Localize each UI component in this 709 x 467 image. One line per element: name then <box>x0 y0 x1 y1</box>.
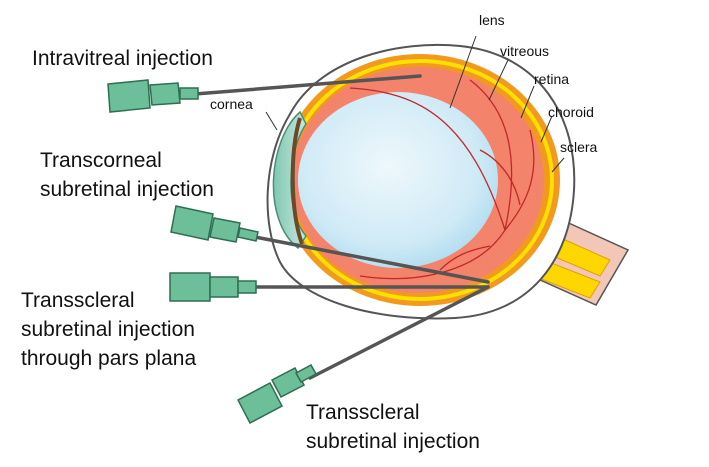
needle-transcorneal <box>170 205 259 243</box>
needle-intravitreal <box>107 79 199 113</box>
label-intravitreal-injection: Intravitreal injection <box>32 47 213 70</box>
label-choroid: choroid <box>548 104 594 120</box>
label-retina: retina <box>534 71 570 87</box>
label-transscleral-line-2: subretinal injection <box>306 430 480 453</box>
label-vitreous: vitreous <box>500 43 550 59</box>
label-pars-plana-injection: Transscleral subretinal injection throug… <box>21 286 196 373</box>
leader-lines <box>265 35 565 173</box>
vitreous-body <box>298 92 498 268</box>
label-transscleral-injection: Transscleral subretinal injection <box>306 398 480 456</box>
label-transscleral-line-1: Transscleral <box>306 401 420 424</box>
label-sclera: sclera <box>560 139 598 155</box>
needle-transscleral <box>236 363 318 425</box>
label-transcorneal-line-2: subretinal injection <box>40 178 214 201</box>
label-pars-plana-line-2: subretinal injection <box>21 318 195 341</box>
blood-vessels <box>349 79 535 280</box>
label-transcorneal-injection: Transcorneal subretinal injection <box>40 146 214 204</box>
needle-pars-plana <box>169 272 257 302</box>
label-transcorneal-line-1: Transcorneal <box>40 149 162 172</box>
needle-shafts <box>193 74 490 380</box>
label-cornea: cornea <box>210 96 253 112</box>
label-pars-plana-line-3: through pars plana <box>21 347 197 370</box>
label-lens: lens <box>479 12 505 28</box>
label-pars-plana-line-1: Transscleral <box>21 289 135 312</box>
iris <box>290 117 304 245</box>
